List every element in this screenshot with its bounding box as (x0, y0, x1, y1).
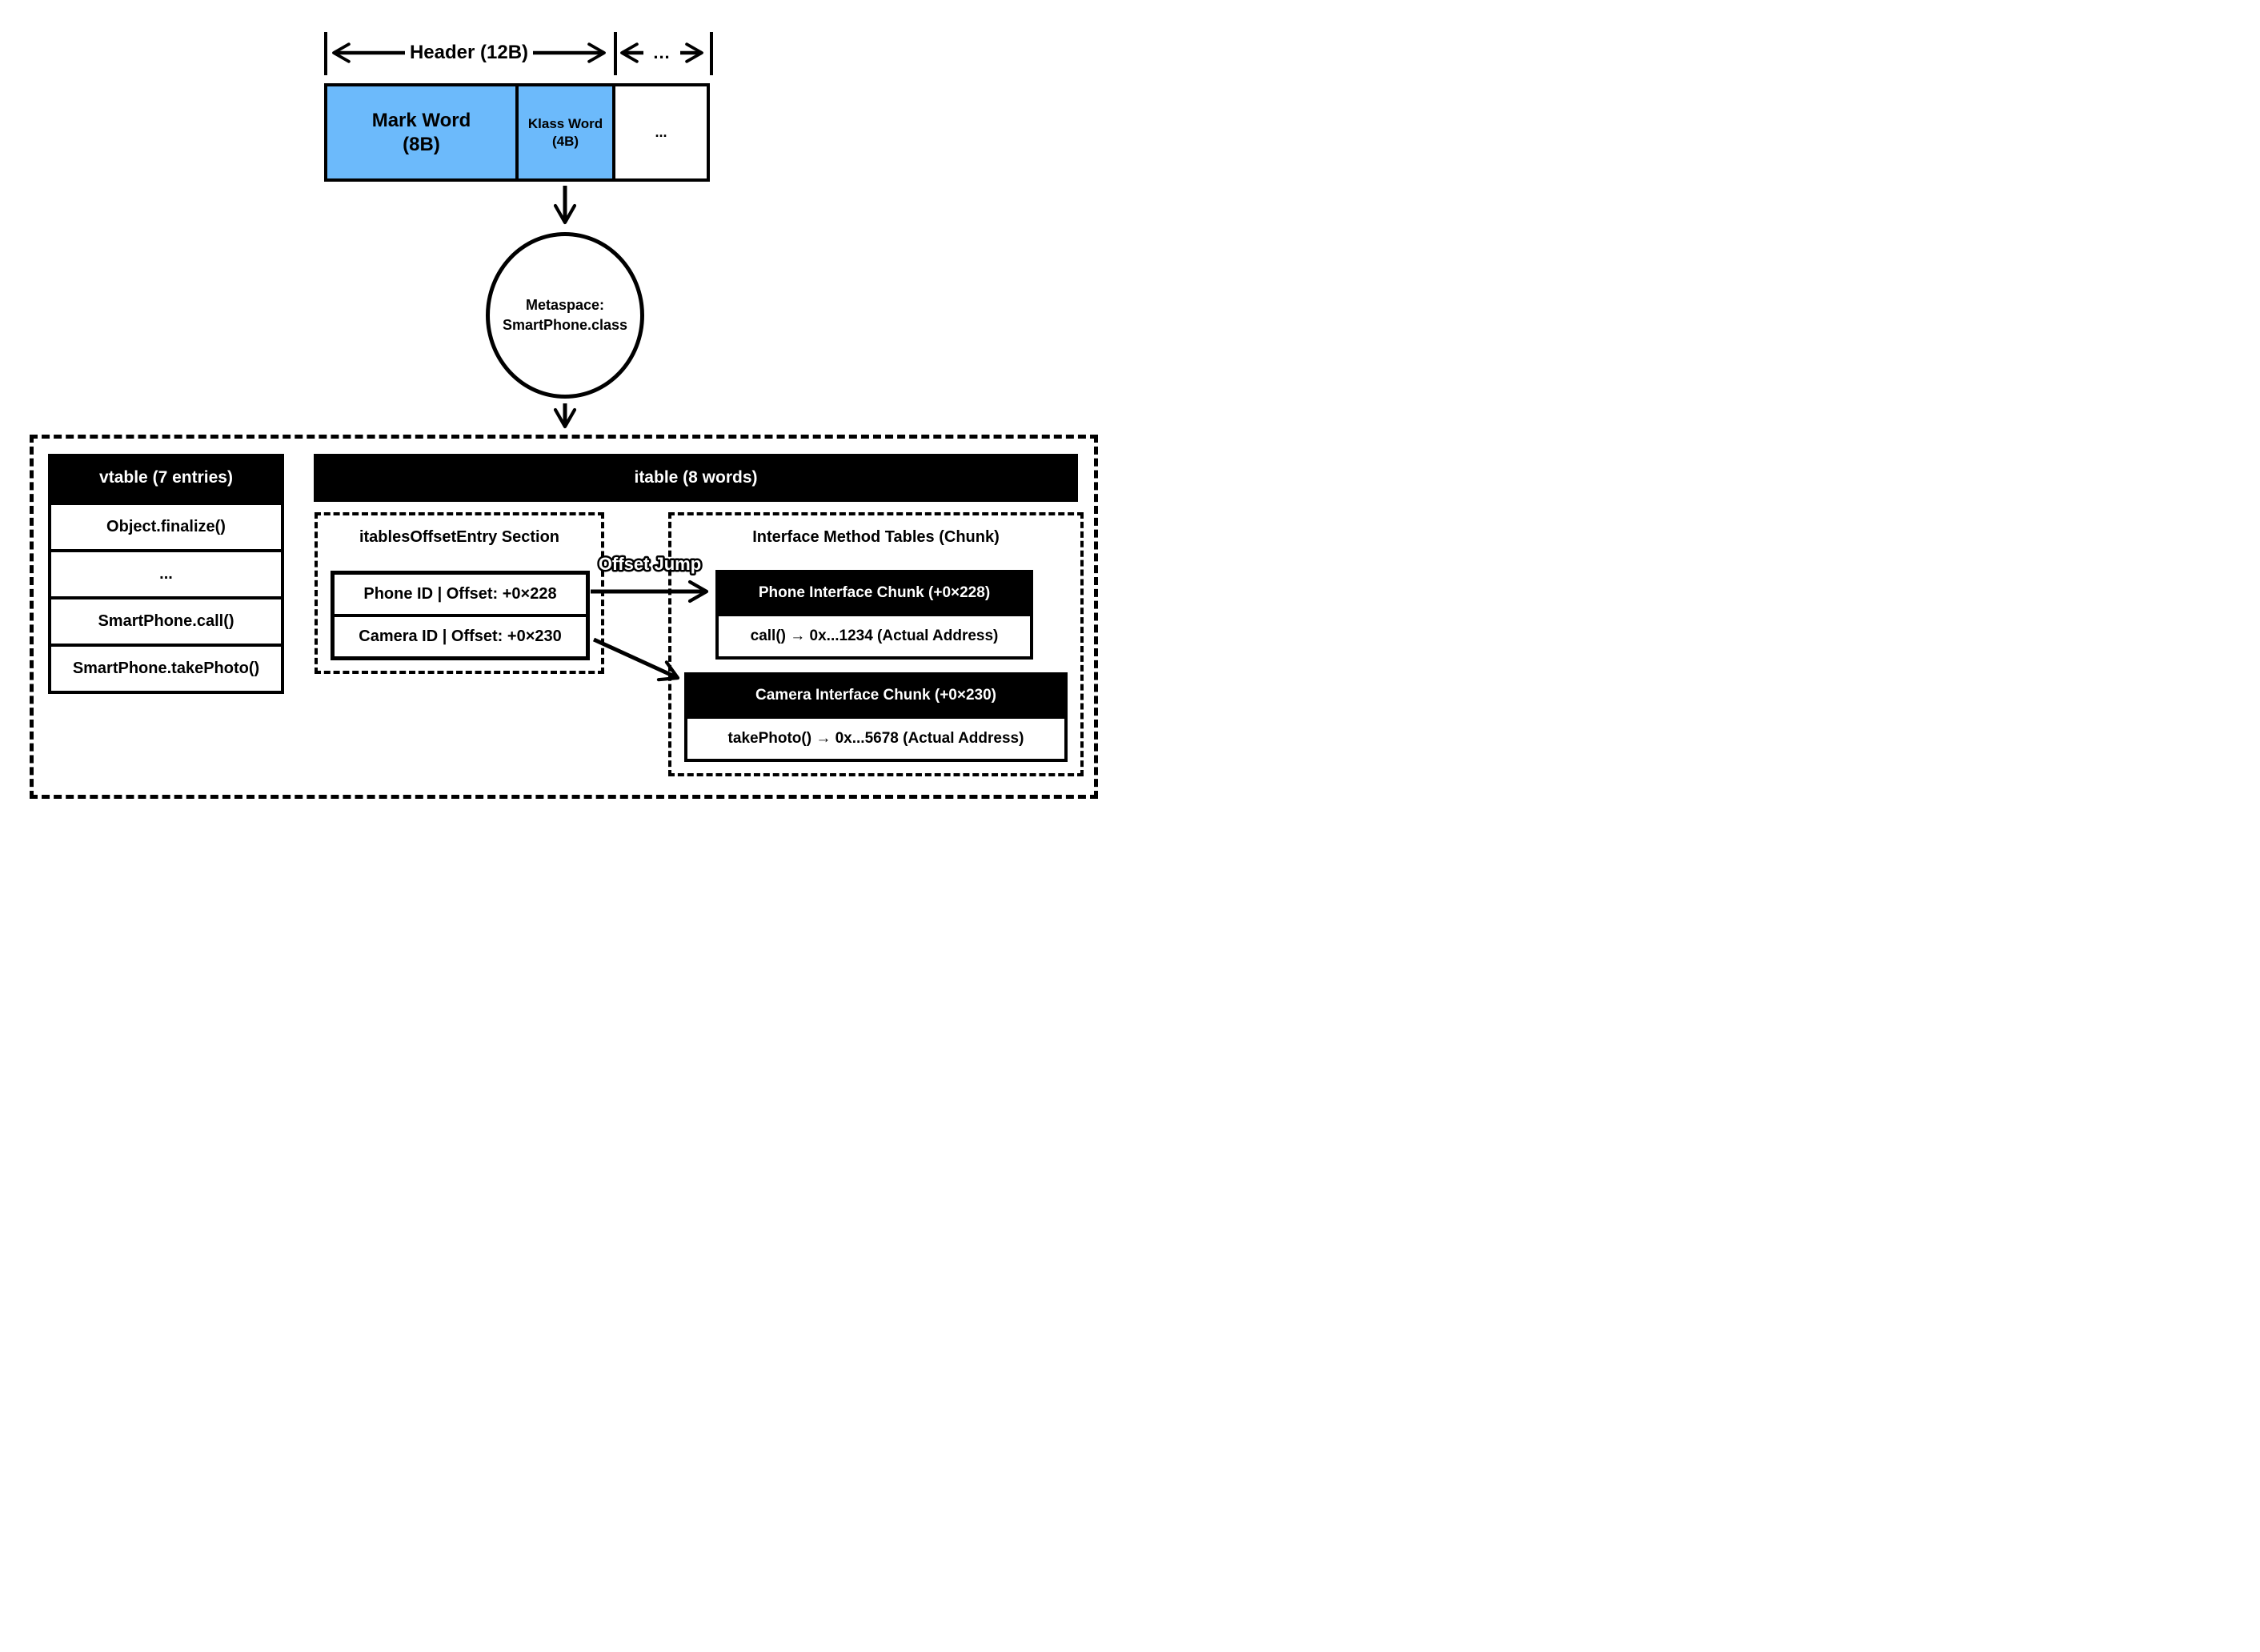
header-dimension-label: Header (12B) (409, 42, 529, 63)
jvm-object-layout-diagram: Header (12B) ... Mark Word (8B) Klass Wo… (0, 0, 1130, 826)
vtable-row: Object.finalize() (106, 518, 226, 535)
offset-entry-row: Phone ID | Offset: +0×228 (363, 585, 557, 603)
offset-entry-rows: Phone ID | Offset: +0×228 Camera ID | Of… (331, 571, 590, 660)
camera-interface-chunk-header: Camera Interface Chunk (+0×230) (687, 676, 1064, 716)
klass-metadata-container (30, 435, 1098, 799)
phone-interface-chunk: Phone Interface Chunk (+0×228) call() → … (715, 570, 1033, 660)
vtable-header: vtable (7 entries) (48, 454, 284, 502)
klass-word-cell: Klass Word (4B) (515, 86, 612, 178)
vtable-row: SmartPhone.call() (51, 596, 281, 644)
klass-word-title: Klass Word (527, 116, 603, 132)
offset-entry-row: Camera ID | Offset: +0×230 (335, 614, 586, 656)
camera-interface-chunk: Camera Interface Chunk (+0×230) takePhot… (684, 672, 1068, 762)
mark-word-size: (8B) (403, 133, 440, 155)
itables-offset-entry-title: itablesOffsetEntry Section (359, 528, 560, 546)
rest-cell-label: ... (655, 124, 667, 141)
dimension-tick-right (710, 32, 713, 75)
rest-dimension-label: ... (653, 42, 671, 62)
dimension-tick-left (324, 32, 327, 75)
klass-word-size: (4B) (551, 133, 579, 149)
object-header-box: Mark Word (8B) Klass Word (4B) ... (324, 83, 710, 182)
interface-method-tables-title: Interface Method Tables (Chunk) (752, 528, 1000, 546)
metaspace-label: Metaspace: SmartPhone.class (503, 295, 627, 335)
rest-cell: ... (611, 86, 707, 178)
phone-interface-chunk-header: Phone Interface Chunk (+0×228) (719, 573, 1030, 613)
metaspace-line1: Metaspace: (525, 296, 605, 313)
vtable-row: SmartPhone.takePhoto() (51, 644, 281, 691)
camera-interface-chunk-row: takePhoto() → 0x...5678 (Actual Address) (687, 716, 1064, 759)
vtable: vtable (7 entries) Object.finalize() ...… (48, 454, 284, 694)
dimension-tick-middle (614, 32, 617, 75)
metaspace-line2: SmartPhone.class (502, 317, 628, 333)
vtable-row: ... (51, 549, 281, 596)
metaspace-circle: Metaspace: SmartPhone.class (486, 232, 644, 399)
mark-word-cell: Mark Word (8B) (327, 86, 515, 178)
phone-interface-chunk-row: call() → 0x...1234 (Actual Address) (719, 613, 1030, 656)
mark-word-title: Mark Word (371, 109, 471, 131)
itable-header: itable (8 words) (314, 454, 1078, 502)
vtable-rows: Object.finalize() ... SmartPhone.call() … (48, 502, 284, 694)
